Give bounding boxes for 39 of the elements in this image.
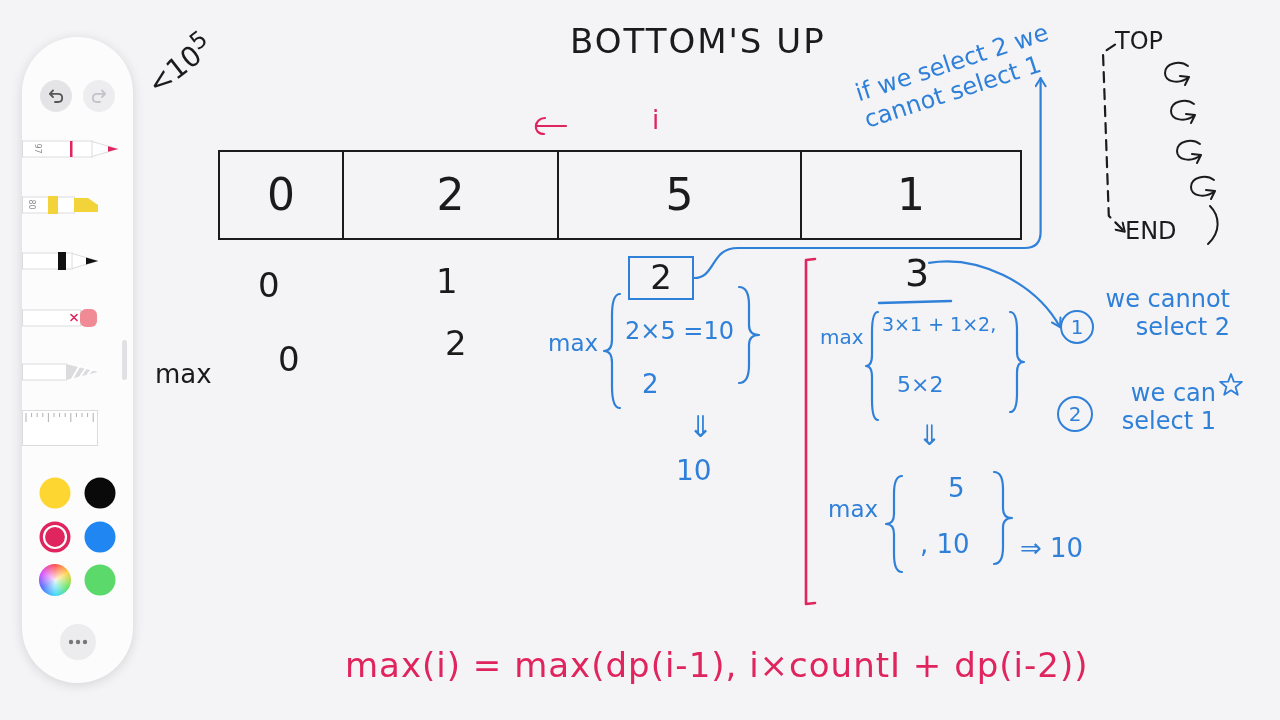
pointer-label: i <box>652 106 660 136</box>
result-value: ⇒ 10 <box>1020 534 1084 564</box>
note-text: we can select 1 <box>1120 380 1216 436</box>
note-text: we cannot select 2 <box>1104 286 1230 342</box>
array-cell: 1 <box>800 150 1022 240</box>
index-number: 3 <box>905 252 930 296</box>
start-label: TOP <box>1115 28 1164 56</box>
recurrence-formula: max(i) = max(dp(i-1), i×countI + dp(i-2)) <box>345 646 1089 686</box>
implies-symbol: ⇓ <box>918 420 942 453</box>
max-value: 0 <box>278 340 300 380</box>
tool-number: 80 <box>26 199 36 210</box>
function-name: max <box>828 496 879 523</box>
curved-arrow <box>928 260 1062 329</box>
function-name: max <box>548 330 599 357</box>
circled-number: 1 <box>1060 310 1094 344</box>
math-expression: 2 <box>642 370 659 400</box>
math-expression: 5×2 <box>897 372 944 398</box>
array-cell: 0 <box>218 150 344 240</box>
title: BOTTOM'S UP <box>570 22 826 62</box>
dashed-arrow <box>1101 43 1126 233</box>
implies-symbol: ⇓ <box>688 410 714 445</box>
curved-arrow <box>692 77 1047 280</box>
math-expression: 2×5 =10 <box>625 318 734 346</box>
math-expression: 5 <box>948 474 965 504</box>
index-box: 2 <box>628 256 694 300</box>
circled-number: 2 <box>1057 396 1093 432</box>
math-expression: 3×1 + 1×2, <box>882 314 997 336</box>
result-value: 10 <box>676 455 712 488</box>
index-number: 0 <box>258 266 280 306</box>
max-value: 2 <box>445 324 467 364</box>
array-cell: 5 <box>557 150 802 240</box>
tool-number: 97 <box>32 143 42 154</box>
end-label: END <box>1125 218 1177 246</box>
index-number: 1 <box>436 262 458 302</box>
array-cell: 2 <box>342 150 559 240</box>
row-label: max <box>155 360 212 390</box>
note-text: if we select 2 we cannot select 1 <box>852 7 1098 134</box>
function-name: max <box>820 326 864 349</box>
math-expression: , 10 <box>920 530 970 560</box>
